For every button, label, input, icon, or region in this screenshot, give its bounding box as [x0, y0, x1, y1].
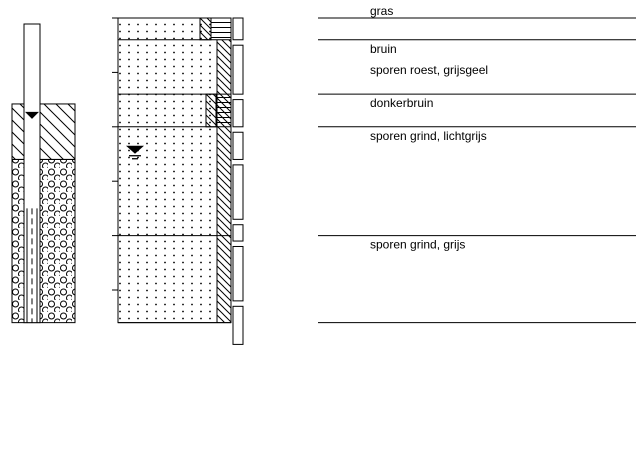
layer-description-text: sporen grind, lichtgrijs — [370, 129, 487, 143]
clay-hatch-fill — [217, 39, 231, 323]
peat-horizontal-block — [216, 94, 231, 127]
sample-interval — [232, 99, 244, 128]
sample-interval — [232, 17, 244, 41]
layer-description-text: sporen roest, grijsgeel — [370, 63, 488, 77]
sample-interval — [232, 44, 244, 95]
layer-description-text: bruin — [370, 42, 397, 56]
piezometer-tube — [23, 23, 41, 324]
depth-axis — [112, 17, 118, 291]
layer-descriptions: gras bruin sporen roest, grijsgeel donkerbr… — [318, 4, 636, 324]
layer-description-text: sporen grind, grijs — [370, 238, 465, 252]
piezometer-water-level-icon — [25, 111, 39, 119]
layer-description-text: gras — [370, 4, 393, 18]
sample-column — [232, 17, 244, 345]
soil-column-border — [117, 17, 232, 324]
sample-interval — [232, 164, 244, 220]
peat-horizontal-block — [211, 18, 231, 40]
sand-fill — [118, 18, 216, 323]
humus-hatch-block — [199, 17, 212, 41]
soil-column — [117, 17, 232, 324]
gravel-pack — [11, 158, 76, 324]
groundwater-level-icon — [126, 145, 144, 154]
bentonite-seal — [11, 103, 76, 160]
sample-interval — [232, 224, 244, 242]
piezometer-well — [11, 23, 76, 324]
humus-hatch-block — [205, 93, 217, 128]
water-level-markers — [25, 111, 144, 160]
sample-interval — [232, 245, 244, 302]
layer-description-text: donkerbruin — [370, 96, 433, 110]
sample-interval — [232, 131, 244, 160]
sample-interval — [232, 305, 244, 345]
